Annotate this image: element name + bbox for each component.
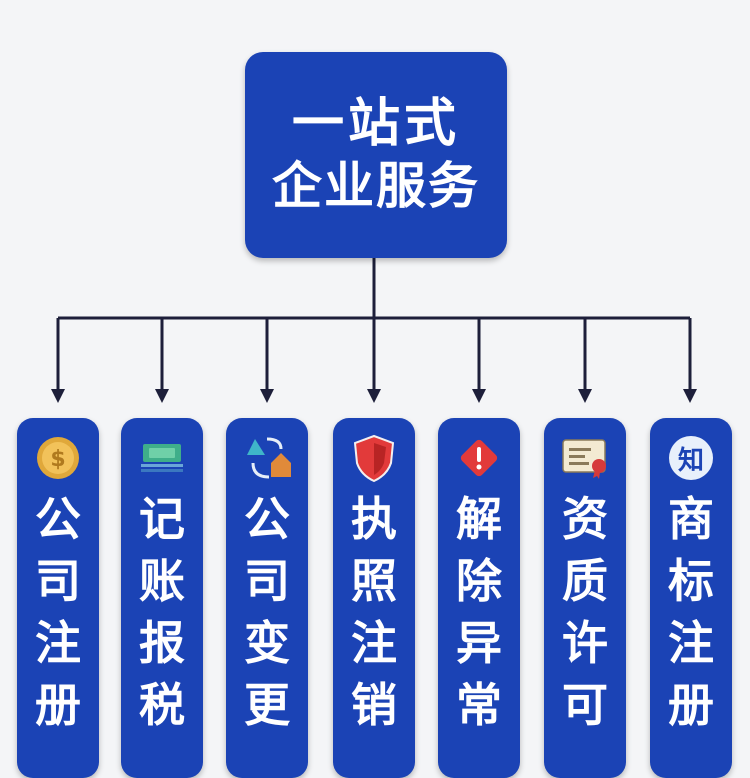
zhi-badge-icon: 知 (663, 430, 719, 486)
certificate-icon (557, 430, 613, 486)
root-title-line2: 企业服务 (272, 157, 480, 215)
service-bookkeeping-tax: 记账报税 (121, 418, 203, 778)
service-qualification-license: 资质许可 (544, 418, 626, 778)
root-title-line1: 一站式 (291, 94, 460, 154)
service-remove-abnormal: 解除异常 (438, 418, 520, 778)
service-trademark-registration: 知 商标注册 (650, 418, 732, 778)
root-node: 一站式 企业服务 (245, 52, 507, 258)
svg-text:$: $ (50, 447, 65, 472)
shapes-exchange-icon (239, 430, 295, 486)
service-company-change: 公司变更 (226, 418, 308, 778)
connector-lines (51, 258, 697, 403)
money-stack-icon (134, 430, 190, 486)
service-label: 记账报税 (139, 492, 185, 732)
service-label: 解除异常 (456, 492, 502, 732)
service-label: 资质许可 (562, 492, 608, 732)
service-label: 公司注册 (35, 492, 81, 732)
service-label: 执照注销 (351, 492, 397, 732)
service-label: 商标注册 (668, 492, 714, 732)
shield-icon (346, 430, 402, 486)
warning-diamond-icon (451, 430, 507, 486)
service-label: 公司变更 (244, 492, 290, 732)
coin-icon: $ (30, 430, 86, 486)
zhi-badge-text: 知 (669, 436, 713, 480)
service-license-cancellation: 执照注销 (333, 418, 415, 778)
service-company-registration: $ 公司注册 (17, 418, 99, 778)
